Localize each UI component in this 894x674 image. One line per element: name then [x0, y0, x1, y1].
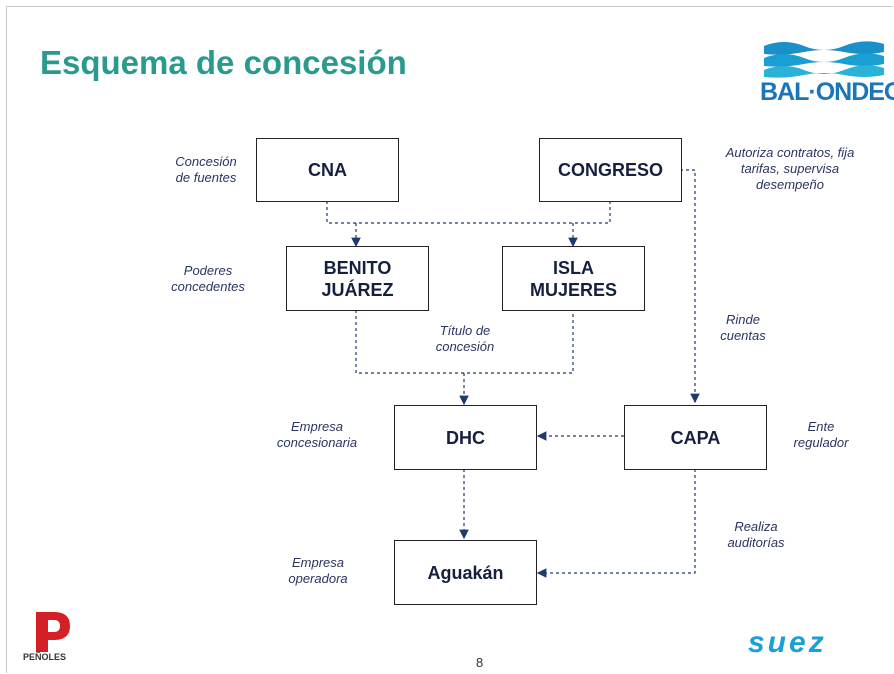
node-benito-juarez: BENITO JUÁREZ: [286, 246, 429, 311]
suez-logo: suez: [748, 626, 827, 659]
connector-congreso-capa: [680, 169, 700, 404]
node-benito-line1: BENITO: [323, 257, 392, 278]
label-realiza-auditorias: Realiza auditorías: [727, 519, 785, 550]
node-dhc-label: DHC: [446, 427, 485, 448]
node-dhc: DHC: [394, 405, 537, 470]
connector-capa-aguakan: [536, 469, 696, 578]
penoles-logo: [36, 612, 70, 652]
node-congreso: CONGRESO: [539, 138, 682, 202]
balondeo-wave-logo: [764, 41, 884, 78]
slide-title: Esquema de concesión: [40, 44, 407, 81]
node-cna-label: CNA: [308, 160, 347, 180]
label-poderes: Poderes concedentes: [171, 263, 245, 294]
node-cna: CNA: [256, 138, 399, 202]
node-aguakan-label: Aguakán: [427, 562, 504, 583]
node-capa-label: CAPA: [670, 427, 721, 448]
label-autoriza: Autoriza contratos, fija tarifas, superv…: [725, 145, 855, 192]
node-capa: CAPA: [624, 405, 767, 470]
node-isla-line2: MUJERES: [529, 279, 618, 300]
label-concesion-fuentes: Concesión de fuentes: [175, 154, 237, 185]
node-aguakan: Aguakán: [394, 540, 537, 605]
node-isla-mujeres: ISLA MUJERES: [502, 246, 645, 311]
connector-cna-congreso: [326, 201, 611, 224]
node-isla-line1: ISLA: [552, 257, 594, 278]
node-benito-line2: JUÁREZ: [321, 279, 394, 300]
connector-benito-isla: [355, 310, 574, 374]
balondeo-logo-text: BAL·ONDEO: [760, 78, 894, 106]
label-rinde-cuentas: Rinde cuentas: [720, 312, 766, 343]
node-congreso-label: CONGRESO: [557, 160, 663, 180]
label-titulo-concesion: Título de concesión: [435, 323, 495, 354]
label-empresa-concesionaria: Empresa concesionaria: [276, 419, 358, 450]
slide-frame: [6, 6, 893, 673]
penoles-logo-text: PEÑOLES: [23, 652, 67, 662]
label-empresa-operadora: Empresa operadora: [288, 555, 348, 586]
page-number: 8: [476, 655, 484, 670]
label-ente-regulador: Ente regulador: [793, 419, 849, 450]
